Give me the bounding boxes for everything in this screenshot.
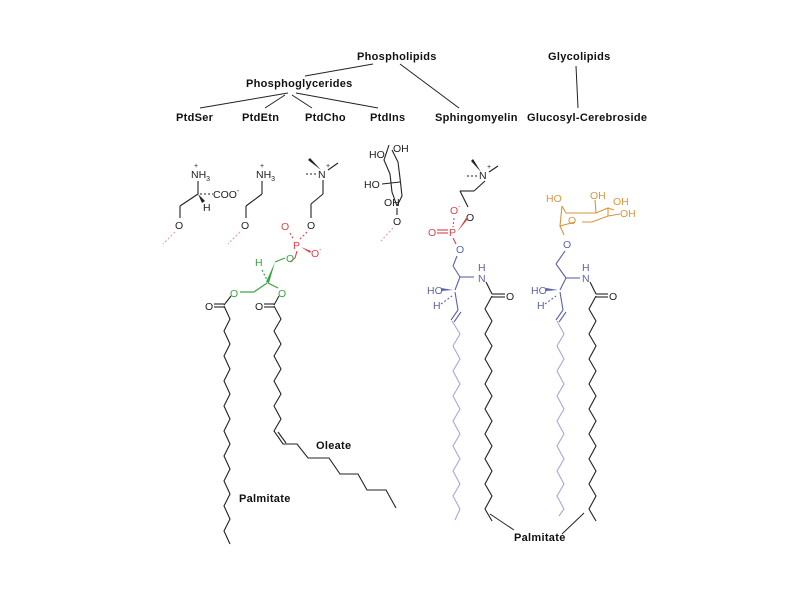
label-phospholipids: Phospholipids — [357, 51, 437, 63]
svg-text:O: O — [255, 301, 263, 313]
edge-phospholipids-sphingomyelin — [399, 63, 460, 109]
svg-text:HO: HO — [369, 149, 385, 161]
svg-text:O: O — [393, 216, 401, 228]
svg-text:O: O — [175, 220, 183, 232]
glucosylcerebroside-structure: HO OH OH OH O O H N O HO H — [531, 190, 636, 522]
label-oleate: Oleate — [316, 440, 351, 452]
palmitate-label-right: Palmitate — [489, 512, 585, 544]
ptdins-headgroup: HO OH HO OH O — [364, 143, 409, 242]
svg-text:HO: HO — [427, 285, 443, 297]
edge-to-ptdser — [199, 92, 289, 109]
label-ptdcho: PtdCho — [305, 112, 346, 124]
ptdcho-headgroup: N + O O P O- — [281, 158, 339, 260]
svg-text:OH: OH — [393, 143, 409, 155]
label-palmitate-left: Palmitate — [239, 493, 291, 505]
edge-phospholipids-phosphoglycerides — [304, 63, 374, 77]
svg-text:H: H — [582, 262, 590, 274]
svg-text:HO: HO — [531, 285, 547, 297]
svg-text:O: O — [205, 301, 213, 313]
label-glucosyl-cerebroside: Glucosyl-Cerebroside — [527, 112, 647, 124]
ptdetn-headgroup: NH3 + O — [227, 163, 275, 245]
svg-text:+: + — [487, 164, 491, 171]
label-palmitate-right: Palmitate — [514, 532, 566, 544]
svg-text:OH: OH — [620, 208, 636, 220]
glycerol-backbone: O H O O — [230, 253, 296, 300]
svg-text:OH: OH — [613, 196, 629, 208]
svg-text:OH: OH — [384, 197, 400, 209]
svg-text:NH3: NH3 — [256, 169, 275, 183]
classification-tree: Phospholipids Phosphoglycerides Glycolip… — [176, 51, 647, 124]
svg-text:HO: HO — [364, 179, 380, 191]
svg-text:O: O — [568, 215, 576, 227]
svg-text:+: + — [260, 163, 264, 170]
svg-text:O: O — [609, 291, 617, 303]
svg-text:HO: HO — [546, 193, 562, 205]
svg-text:COO-: COO- — [213, 188, 240, 201]
svg-text:O: O — [307, 220, 315, 232]
svg-text:P: P — [449, 227, 456, 239]
label-ptdetn: PtdEtn — [242, 112, 279, 124]
svg-text:N: N — [478, 273, 486, 285]
label-ptdins: PtdIns — [370, 112, 405, 124]
ptdser-headgroup: NH3 + O COO- H — [162, 163, 240, 245]
palmitate-chain-glycerolipid: O — [205, 295, 232, 545]
svg-text:O-: O- — [450, 204, 461, 217]
svg-text:O: O — [286, 253, 294, 265]
svg-text:N: N — [582, 273, 590, 285]
svg-text:NH3: NH3 — [191, 169, 210, 183]
svg-text:O: O — [563, 239, 571, 251]
svg-text:O: O — [506, 291, 514, 303]
svg-text:N: N — [318, 169, 326, 181]
edge-to-ptdins — [295, 92, 379, 109]
label-phosphoglycerides: Phosphoglycerides — [246, 78, 353, 90]
label-ptdser: PtdSer — [176, 112, 214, 124]
svg-text:+: + — [194, 163, 198, 170]
edge-to-ptdetn — [264, 94, 286, 109]
svg-text:O: O — [456, 244, 464, 256]
label-sphingomyelin: Sphingomyelin — [435, 112, 518, 124]
svg-text:OH: OH — [590, 190, 606, 202]
svg-text:O: O — [466, 212, 474, 224]
edge-glycolipids-cerebroside — [575, 65, 579, 109]
svg-text:H: H — [255, 257, 263, 269]
svg-text:H: H — [478, 262, 486, 274]
svg-text:O: O — [230, 288, 238, 300]
sphingomyelin-structure: N + O O- P O O H N O HO H — [427, 159, 514, 522]
oleate-chain: O — [255, 295, 397, 509]
svg-text:H: H — [537, 300, 545, 312]
svg-text:P: P — [293, 240, 300, 252]
svg-text:+: + — [326, 163, 330, 170]
label-glycolipids: Glycolipids — [548, 51, 611, 63]
svg-text:O: O — [241, 220, 249, 232]
svg-text:O: O — [278, 288, 286, 300]
svg-text:H: H — [203, 202, 211, 214]
svg-text:O: O — [281, 221, 289, 233]
svg-text:O: O — [428, 227, 436, 239]
edge-to-ptdcho — [291, 94, 313, 109]
svg-text:H: H — [433, 300, 441, 312]
svg-text:N: N — [479, 170, 487, 182]
svg-text:O-: O- — [311, 247, 322, 260]
